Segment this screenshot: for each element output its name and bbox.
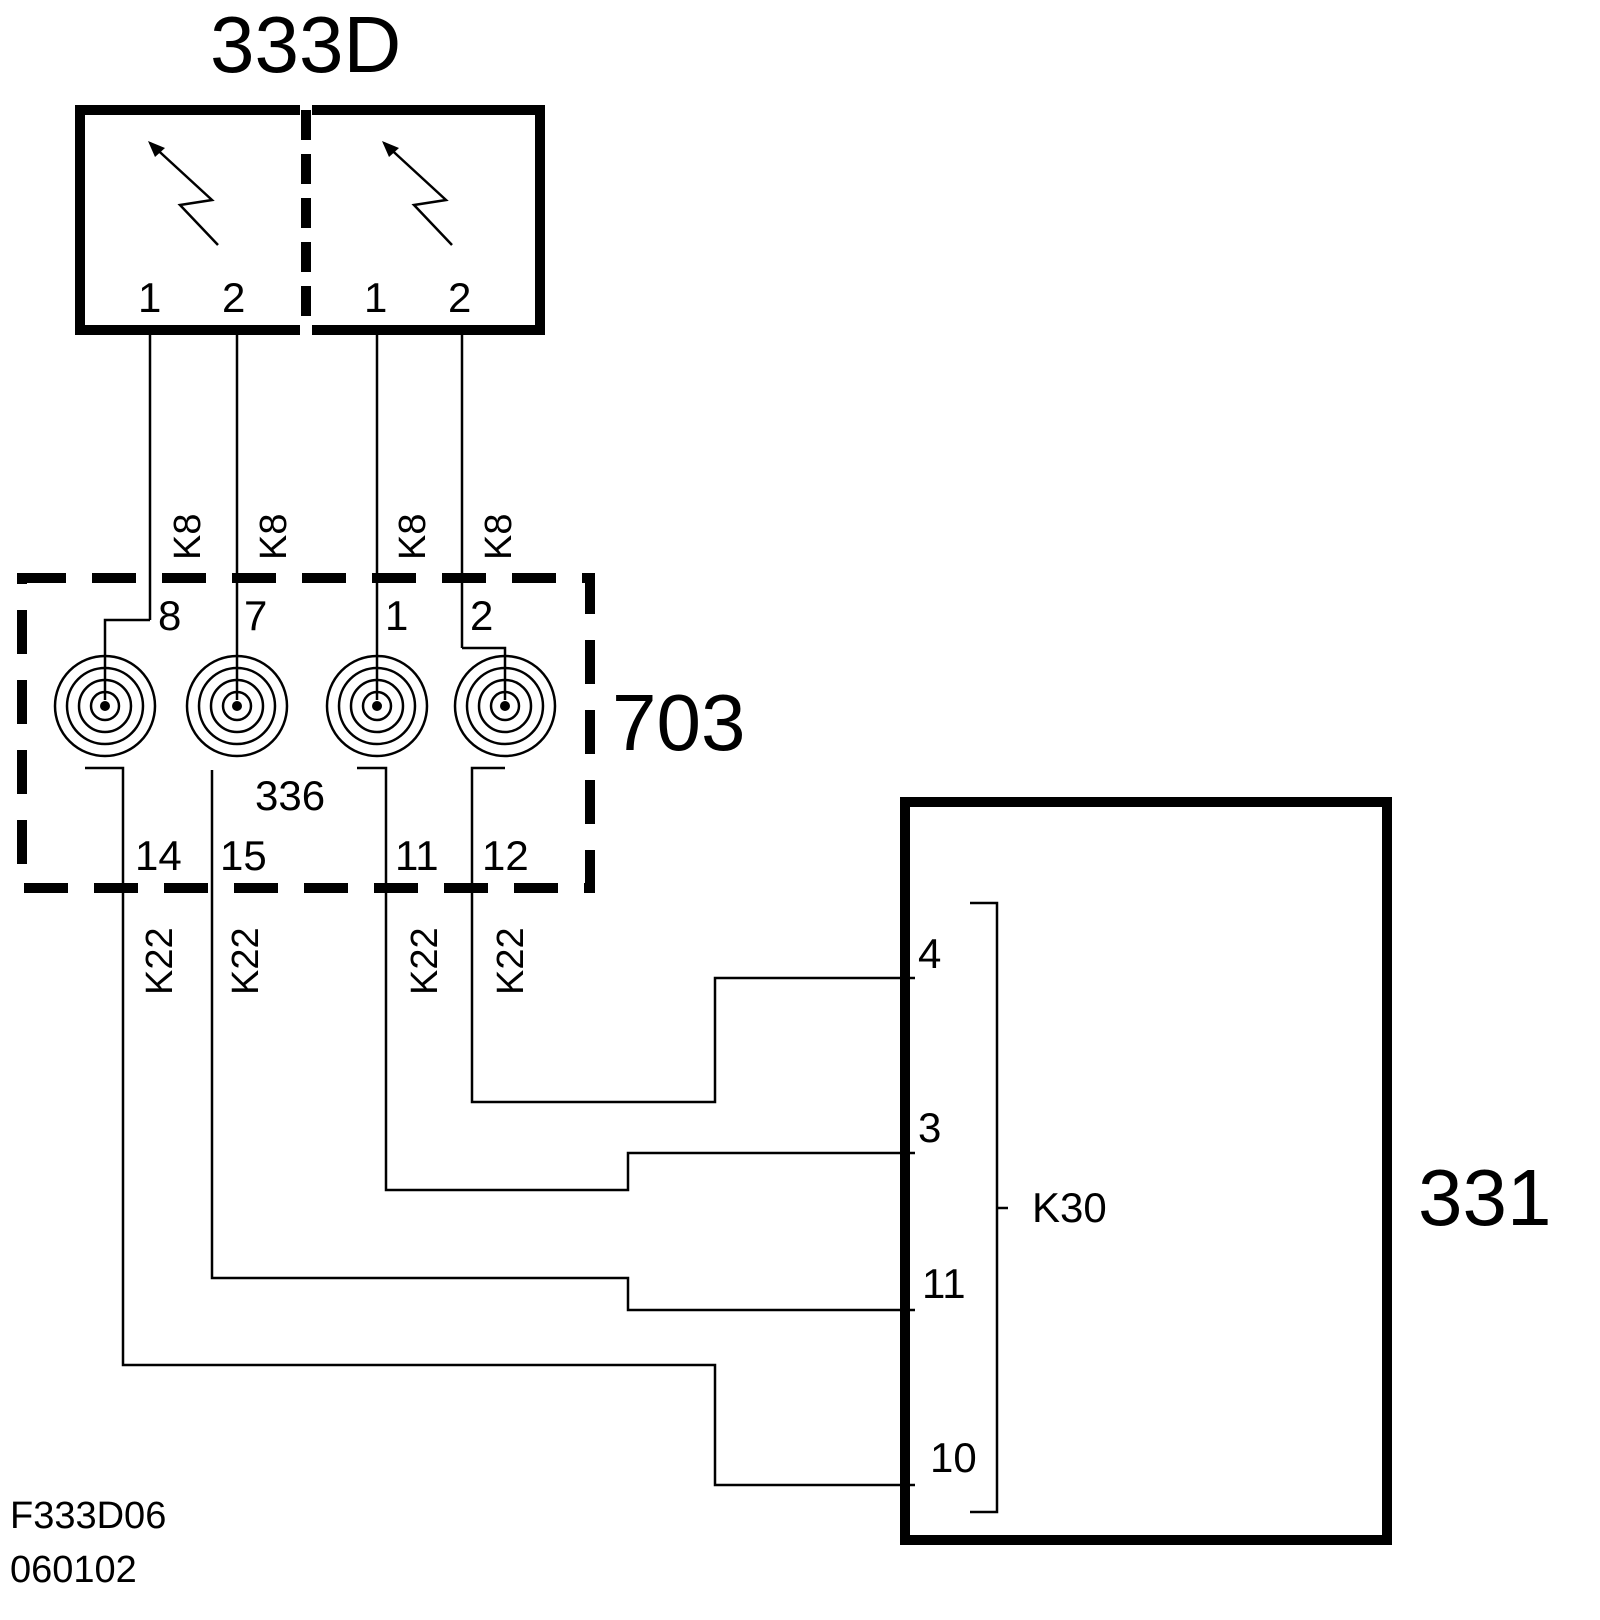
cassette-top-pin: 2 — [470, 592, 493, 639]
cassette-bottom-pin: 12 — [482, 832, 529, 879]
unit-331-label: 331 — [1418, 1153, 1551, 1242]
cable-label: K8 — [478, 514, 520, 560]
clock-spring-coil — [325, 654, 429, 758]
module-333d-pin: 1 — [138, 274, 161, 321]
wire — [462, 646, 507, 700]
wire — [470, 766, 915, 1104]
cassette-sublabel: 336 — [255, 772, 325, 819]
cassette-703: 703 336 8 7 1 2 14 15 11 12 — [17, 573, 745, 893]
clock-spring-coil — [53, 654, 157, 758]
sensor-symbol-right — [382, 141, 453, 246]
cassette-bottom-pin: 14 — [135, 832, 182, 879]
lower-wires: K22 K22 K22 K22 — [85, 766, 915, 1487]
figure-code: F333D06 — [10, 1495, 166, 1537]
clock-spring-coil — [453, 654, 557, 758]
unit-331: 331 K30 4 3 11 10 — [900, 797, 1551, 1545]
cable-label: K22 — [404, 927, 446, 995]
cassette-top-pin: 7 — [244, 592, 267, 639]
unit-331-pin: 11 — [922, 1260, 966, 1307]
cable-label: K22 — [139, 927, 181, 995]
module-333d-pin: 1 — [364, 274, 387, 321]
upper-wires: K8 K8 K8 K8 — [103, 330, 520, 700]
wire — [103, 618, 150, 700]
cable-label: K8 — [253, 514, 295, 560]
unit-331-pin: 3 — [918, 1104, 941, 1151]
unit-331-pin: 10 — [930, 1434, 977, 1481]
cable-label: K22 — [225, 927, 267, 995]
unit-331-pin: 4 — [918, 930, 941, 977]
module-333d-label: 333D — [210, 0, 401, 89]
module-333d-pin: 2 — [222, 274, 245, 321]
cassette-bottom-pin: 11 — [395, 832, 439, 879]
cassette-top-pin: 8 — [158, 592, 181, 639]
footer: F333D06 060102 — [10, 1495, 166, 1591]
figure-date: 060102 — [10, 1549, 137, 1591]
connector-label: K30 — [1032, 1184, 1107, 1231]
wire — [85, 766, 915, 1487]
cassette-bottom-pin: 15 — [220, 832, 267, 879]
module-333d-pin: 2 — [448, 274, 471, 321]
module-333d: 333D 1 2 1 2 — [75, 0, 545, 335]
wire — [210, 770, 915, 1312]
cable-label: K8 — [392, 514, 434, 560]
unit-331-box — [900, 797, 1392, 1545]
sensor-symbol-left — [148, 141, 219, 246]
cable-label: K22 — [490, 927, 532, 995]
cassette-top-pin: 1 — [385, 592, 408, 639]
wire — [357, 766, 915, 1192]
cassette-703-boundary — [17, 573, 595, 893]
cassette-703-label: 703 — [612, 678, 745, 767]
cable-label: K8 — [167, 514, 209, 560]
clock-spring-coil — [185, 654, 289, 758]
connector-bracket — [970, 901, 999, 1514]
